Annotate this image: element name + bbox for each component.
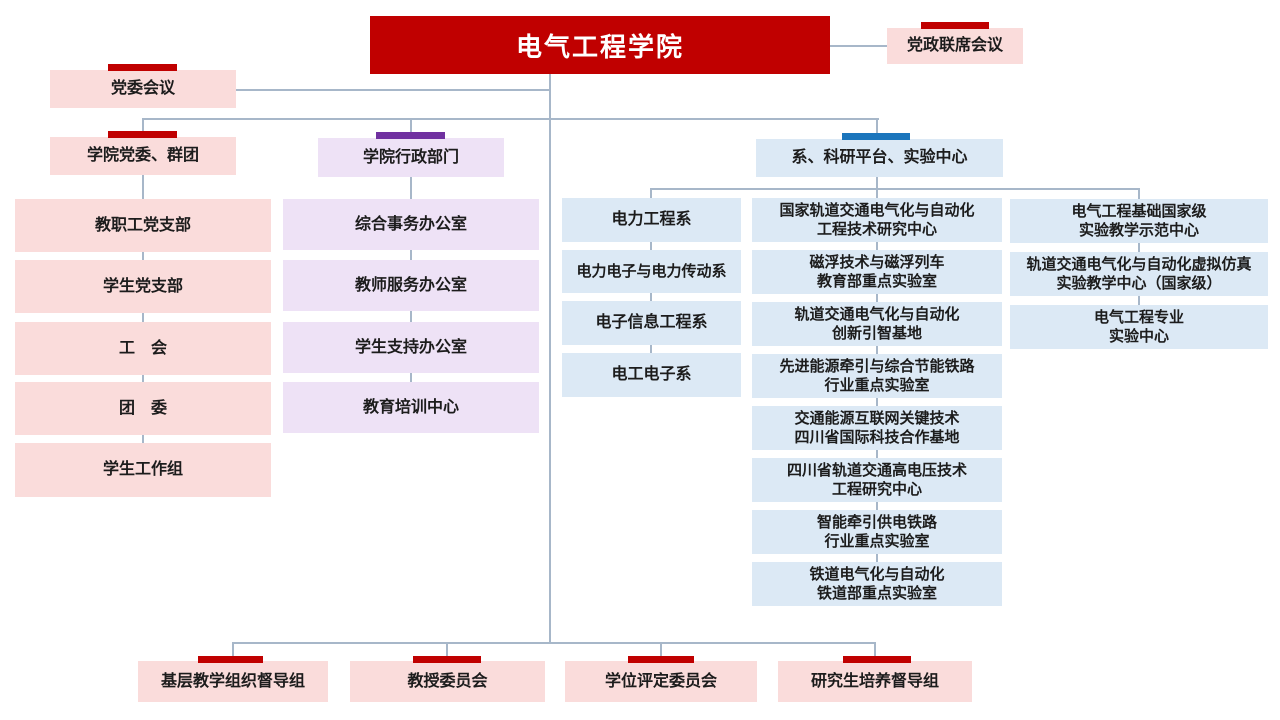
connector-line: [410, 177, 412, 199]
node-virtual-simulation-teaching-center: 轨道交通电气化与自动化虚拟仿真 实验教学中心（国家级）: [1010, 252, 1268, 296]
connector-line: [142, 118, 879, 120]
connector-line: [876, 450, 878, 458]
branch-header-research-platforms: 系、科研平台、实验中心: [756, 139, 1003, 177]
node-faculty-party-branch: 教职工党支部: [15, 199, 271, 252]
connector-line: [142, 435, 144, 443]
connector-line: [142, 118, 144, 132]
connector-line: [142, 175, 144, 199]
connector-line: [142, 252, 144, 260]
connector-line: [549, 74, 551, 644]
connector-line: [876, 118, 878, 134]
branch-header-party-groups: 学院党委、群团: [50, 137, 236, 175]
connector-line: [410, 311, 412, 322]
connector-line: [650, 242, 652, 250]
node-youth-league: 团 委: [15, 382, 271, 435]
branch-header-admin-departments: 学院行政部门: [318, 138, 504, 177]
node-joint-party-admin-meeting: 党政联席会议: [887, 28, 1023, 64]
node-labor-union: 工 会: [15, 322, 271, 375]
connector-line: [650, 345, 652, 353]
node-national-rail-electrification-center: 国家轨道交通电气化与自动化 工程技术研究中心: [752, 198, 1002, 242]
connector-line: [876, 346, 878, 354]
connector-line: [232, 642, 876, 644]
red-accent-bar: [628, 656, 694, 663]
connector-line: [830, 45, 887, 47]
node-electrical-electronics-dept: 电工电子系: [562, 353, 741, 397]
red-accent-bar: [843, 656, 911, 663]
node-student-support-office: 学生支持办公室: [283, 322, 539, 373]
connector-line: [660, 642, 662, 659]
connector-line: [1138, 188, 1140, 199]
node-railway-electrification-lab: 铁道电气化与自动化 铁道部重点实验室: [752, 562, 1002, 606]
connector-line: [1138, 296, 1140, 305]
connector-line: [876, 398, 878, 406]
connector-line: [876, 294, 878, 302]
connector-line: [410, 118, 412, 133]
node-innovation-intelligence-base: 轨道交通电气化与自动化 创新引智基地: [752, 302, 1002, 346]
node-power-engineering-dept: 电力工程系: [562, 198, 741, 242]
node-education-training-center: 教育培训中心: [283, 382, 539, 433]
red-accent-bar: [198, 656, 263, 663]
red-accent-bar: [108, 64, 177, 71]
blue-accent-bar: [842, 133, 910, 140]
node-teacher-service-office: 教师服务办公室: [283, 260, 539, 311]
node-general-affairs-office: 综合事务办公室: [283, 199, 539, 250]
node-electronic-information-dept: 电子信息工程系: [562, 301, 741, 345]
node-power-electronics-drive-dept: 电力电子与电力传动系: [562, 250, 741, 293]
connector-line: [1138, 243, 1140, 252]
node-degree-evaluation-committee: 学位评定委员会: [565, 661, 757, 702]
connector-line: [876, 188, 878, 198]
connector-line: [650, 188, 652, 198]
connector-line: [876, 554, 878, 562]
connector-line: [446, 642, 448, 659]
red-accent-bar: [413, 656, 481, 663]
connector-line: [410, 250, 412, 260]
connector-line: [142, 375, 144, 382]
connector-line: [236, 89, 550, 91]
connector-line: [874, 642, 876, 659]
node-teaching-supervision-group: 基层教学组织督导组: [138, 661, 328, 702]
purple-accent-bar: [376, 132, 445, 139]
node-student-work-group: 学生工作组: [15, 443, 271, 497]
node-energy-internet-cooperation-base: 交通能源互联网关键技术 四川省国际科技合作基地: [752, 406, 1002, 450]
node-maglev-key-lab: 磁浮技术与磁浮列车 教育部重点实验室: [752, 250, 1002, 294]
connector-line: [876, 242, 878, 250]
node-electrical-engineering-lab-center: 电气工程专业 实验中心: [1010, 305, 1268, 349]
node-graduate-training-supervision-group: 研究生培养督导组: [778, 661, 972, 702]
connector-line: [876, 502, 878, 510]
node-student-party-branch: 学生党支部: [15, 260, 271, 313]
node-party-committee-meeting: 党委会议: [50, 70, 236, 108]
root-node-college-title: 电气工程学院: [370, 16, 830, 74]
node-intelligent-traction-power-lab: 智能牵引供电铁路 行业重点实验室: [752, 510, 1002, 554]
connector-line: [410, 373, 412, 382]
connector-line: [876, 177, 878, 189]
connector-line: [650, 293, 652, 301]
connector-line: [142, 313, 144, 322]
node-professors-committee: 教授委员会: [350, 661, 545, 702]
node-national-teaching-demo-center: 电气工程基础国家级 实验教学示范中心: [1010, 199, 1268, 243]
connector-line: [651, 188, 1140, 190]
connector-line: [232, 642, 234, 659]
red-accent-bar: [108, 131, 177, 138]
node-advanced-energy-traction-lab: 先进能源牵引与综合节能铁路 行业重点实验室: [752, 354, 1002, 398]
red-accent-bar: [921, 22, 989, 29]
node-sichuan-high-voltage-center: 四川省轨道交通高电压技术 工程研究中心: [752, 458, 1002, 502]
